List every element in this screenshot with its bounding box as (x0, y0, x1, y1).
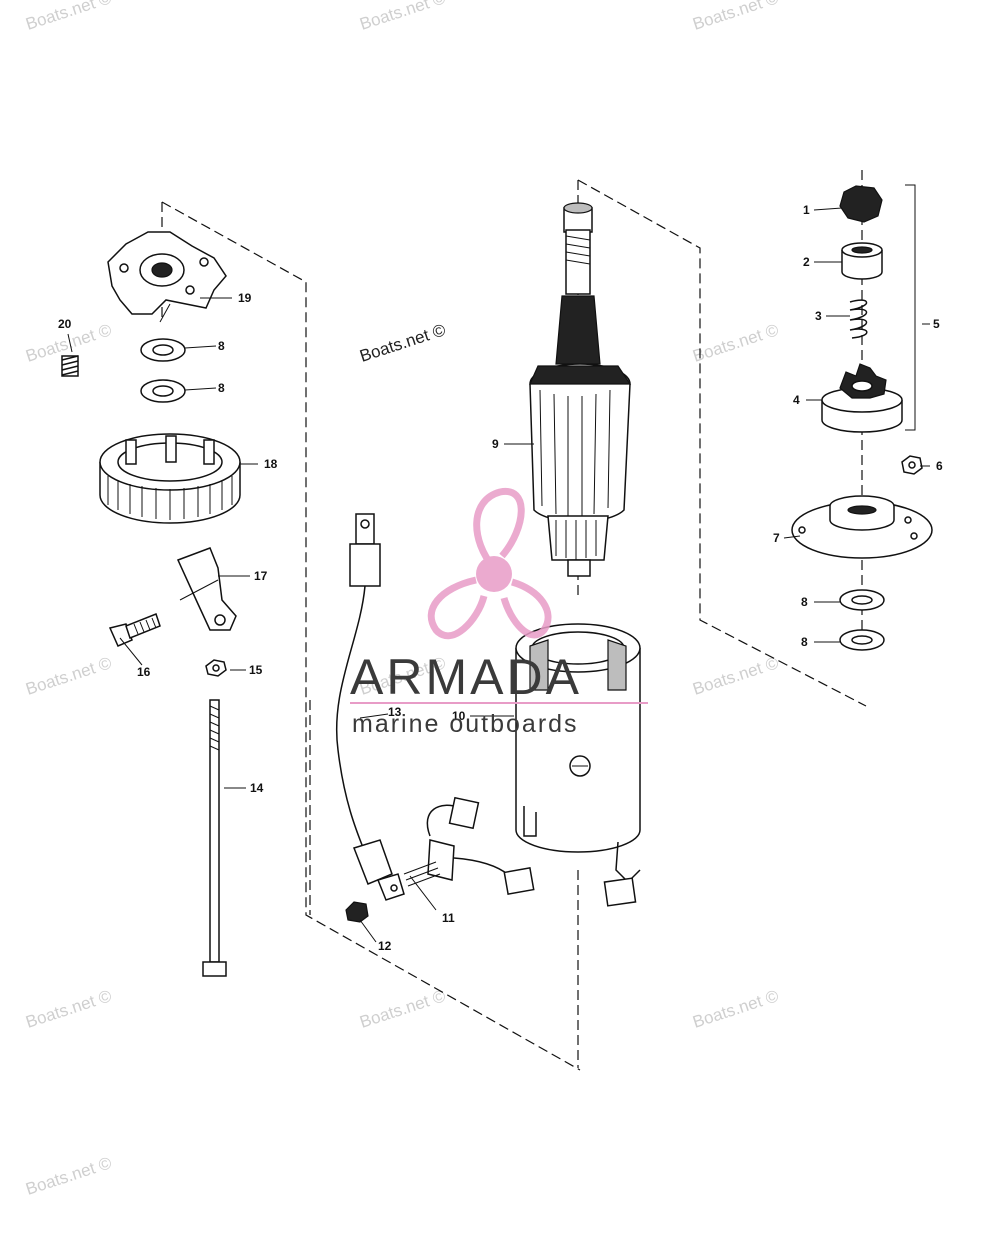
callout-3: 3 (815, 309, 822, 323)
watermark: Boats.net © (690, 986, 781, 1032)
spring (849, 299, 868, 339)
callout-9: 9 (492, 437, 499, 451)
callout-18: 18 (264, 457, 278, 471)
callout-6: 6 (936, 459, 943, 473)
nut (205, 659, 227, 677)
propeller-blade (427, 576, 488, 640)
field-frame (515, 623, 641, 907)
callout-13: 13 (388, 705, 402, 719)
center-group (335, 202, 641, 943)
callout-1: 1 (803, 203, 810, 217)
callout-10: 10 (452, 709, 466, 723)
callout-labels: 1 2 3 4 5 6 7 8 8 9 10 11 12 13 14 15 16… (58, 203, 943, 953)
assembly-lines (161, 170, 916, 1071)
nut (901, 455, 923, 475)
callout-11: 11 (442, 911, 455, 925)
callout-12: 12 (378, 939, 392, 953)
collar (841, 242, 883, 280)
armature (529, 202, 632, 577)
callout-17: 17 (254, 569, 268, 583)
callout-14: 14 (250, 781, 264, 795)
watermark: Boats.net © (357, 0, 448, 34)
brand-tagline: marine outboards (352, 710, 579, 738)
right-group (783, 185, 933, 651)
drive-pinion (821, 363, 903, 433)
callout-8-left-a: 8 (218, 339, 225, 353)
watermark: Boats.net © (23, 1153, 114, 1199)
callout-15: 15 (249, 663, 263, 677)
center-watermark: Boats.net © (357, 320, 448, 366)
watermark: Boats.net © (357, 986, 448, 1032)
watermark: Boats.net © (690, 653, 781, 699)
callout-7: 7 (773, 531, 780, 545)
propeller-blade (500, 578, 552, 639)
callout-8-right-a: 8 (801, 595, 808, 609)
brand-name: ARMADA (350, 649, 582, 705)
end-cap-plate (107, 231, 227, 315)
field-housing-ring (99, 433, 241, 524)
nut (839, 185, 883, 223)
nut (345, 901, 369, 923)
watermark: Boats.net © (23, 986, 114, 1032)
callout-16: 16 (137, 665, 151, 679)
washer (140, 379, 186, 403)
watermark: Boats.net © (690, 0, 781, 34)
watermark-layer: Boats.net © Boats.net © Boats.net © Boat… (23, 0, 781, 1199)
lead-wire (335, 513, 405, 901)
callout-8-left-b: 8 (218, 381, 225, 395)
washer (839, 589, 885, 611)
watermark: Boats.net © (23, 653, 114, 699)
drive-end-cap (791, 495, 933, 559)
watermark: Boats.net © (23, 0, 114, 34)
propeller-hub (476, 556, 512, 592)
callout-4: 4 (793, 393, 800, 407)
propeller-blade (473, 488, 525, 571)
bracket (176, 547, 237, 631)
callout-5: 5 (933, 317, 940, 331)
small-spring (61, 355, 79, 377)
washer (140, 338, 186, 362)
watermark: Boats.net © (690, 320, 781, 366)
callout-8-right-b: 8 (801, 635, 808, 649)
propeller-logo (427, 488, 552, 640)
callout-2: 2 (803, 255, 810, 269)
brand-watermark: ARMADA marine outboards (350, 488, 648, 738)
bolt (108, 613, 161, 647)
callout-20: 20 (58, 317, 72, 331)
brush-assembly (403, 796, 535, 895)
washer (839, 629, 885, 651)
callout-19: 19 (238, 291, 252, 305)
through-bolt (202, 699, 227, 977)
left-group (61, 231, 258, 977)
